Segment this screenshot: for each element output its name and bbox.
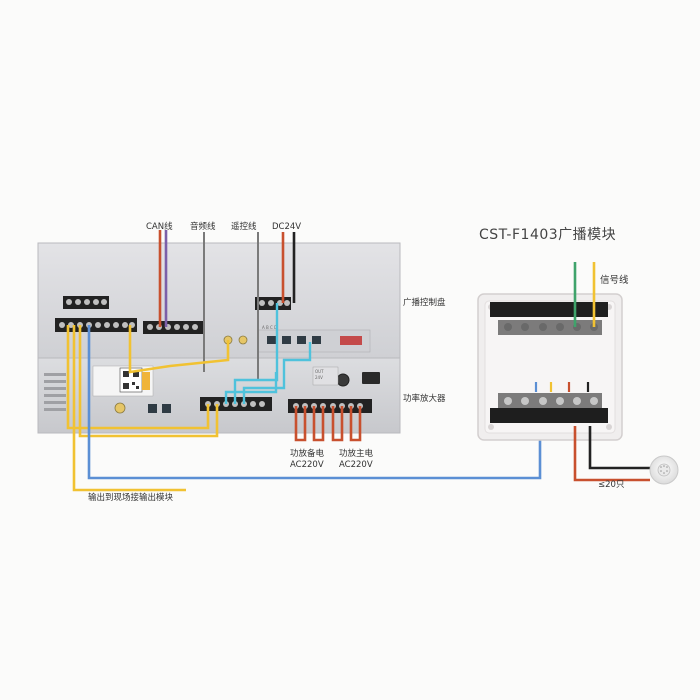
broadcast-module [477,293,623,441]
panel-label: 广播控制盘 [403,297,446,308]
svg-text:A B C D: A B C D [262,325,277,330]
output-label: 输出到现场接输出模块 [88,492,174,503]
can-wire [158,230,168,327]
can-wire-label: CAN线 [146,221,173,232]
power-red-wires [294,406,362,442]
backup-voltage-label: AC220V [290,460,324,470]
speaker-limit-label: ≤20只 [598,480,625,490]
module-bottom-screws [504,397,598,405]
module-bottom-short-wires [534,382,590,392]
output-yellow-wire [72,325,186,492]
amplifier-label: 功率放大器 [403,393,446,404]
main-power-label: 功放主电 [339,448,374,459]
amplifier-vents [44,373,66,411]
dc24v-label: DC24V [272,222,301,232]
svg-text:24V: 24V [315,375,323,380]
power-amplifier: OUT 24V [37,357,401,434]
terminal-block-dc [255,297,291,310]
module-title: CST-F1403广播模块 [479,227,616,243]
internal-cyan-wires [224,303,312,404]
svg-text:OUT: OUT [315,369,324,374]
signal-wire-label: 信号线 [600,274,629,286]
output-blue-wire [87,325,542,480]
dc24v-wire [281,232,296,303]
speaker-icon [649,455,679,485]
remote-wire-label: 遥控线 [231,221,257,232]
backup-power-label: 功放备电 [290,448,325,459]
signal-wires [573,262,596,327]
terminal-block-top-left [63,296,109,309]
speaker-wires [573,426,650,482]
audio-wire-label: 音频线 [190,221,216,232]
terminal-block-can [143,321,203,334]
main-voltage-label: AC220V [339,460,373,470]
terminal-block-left [55,318,137,332]
internal-yellow-wires [66,325,230,438]
